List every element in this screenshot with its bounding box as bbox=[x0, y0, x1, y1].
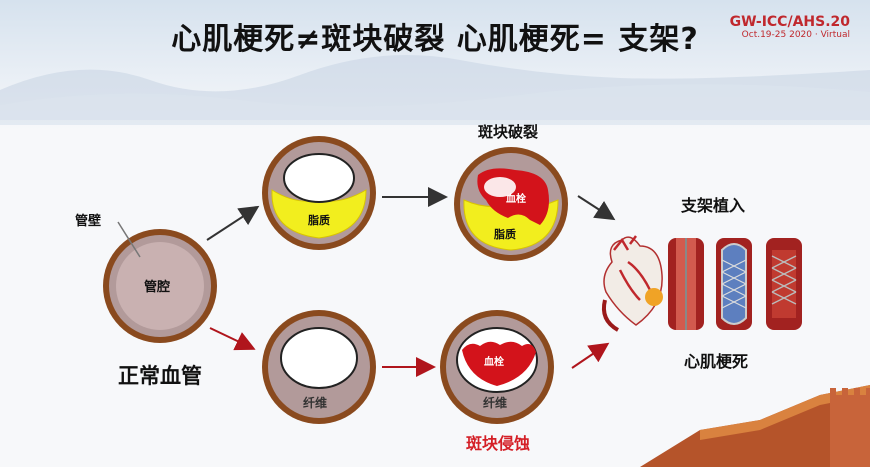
stent-vessel-1 bbox=[668, 238, 704, 330]
label-wall: 管壁 bbox=[75, 214, 102, 229]
arrow-normal-to-lipid bbox=[206, 205, 260, 241]
label-thrombus-1: 血栓 bbox=[506, 194, 526, 205]
label-stent-implant: 支架植入 bbox=[681, 196, 746, 215]
arrow-rupture-to-stent bbox=[577, 195, 616, 221]
heart-icon bbox=[601, 235, 663, 332]
conference-date: Oct.19-25 2020 · Virtual bbox=[741, 30, 850, 40]
fibrous-vessel bbox=[262, 310, 376, 424]
label-plaque-erosion: 斑块侵蚀 bbox=[466, 434, 531, 453]
stent-vessel-3 bbox=[766, 238, 802, 330]
conference-name: GW-ICC/AHS.20 bbox=[729, 14, 850, 30]
label-mi: 心肌梗死 bbox=[684, 352, 749, 371]
label-fiber-2: 纤维 bbox=[483, 396, 508, 410]
plaque-rupture-vessel bbox=[454, 147, 568, 261]
label-thrombus-2: 血栓 bbox=[484, 357, 504, 368]
arrow-normal-to-fibrous bbox=[209, 327, 256, 351]
arrow-erosion-to-stent bbox=[571, 342, 610, 369]
label-lipid-2: 脂质 bbox=[494, 228, 516, 241]
label-fiber-1: 纤维 bbox=[303, 396, 328, 410]
label-normal-vessel: 正常血管 bbox=[118, 364, 202, 388]
conference-logo: GW-ICC/AHS.20 Oct.19-25 2020 · Virtual bbox=[730, 14, 850, 40]
stent-vessel-2 bbox=[716, 238, 752, 330]
label-lipid-1: 脂质 bbox=[308, 214, 330, 227]
lipid-plaque-vessel bbox=[262, 136, 376, 250]
plaque-erosion-vessel bbox=[440, 310, 554, 424]
label-lumen: 管腔 bbox=[144, 280, 171, 295]
great-wall-image bbox=[640, 385, 870, 467]
label-plaque-rupture: 斑块破裂 bbox=[478, 123, 539, 141]
normal-vessel bbox=[103, 229, 217, 343]
wall-pointer bbox=[117, 221, 141, 258]
slide-title: 心肌梗死≠斑块破裂 心肌梗死= 支架? bbox=[171, 22, 699, 57]
